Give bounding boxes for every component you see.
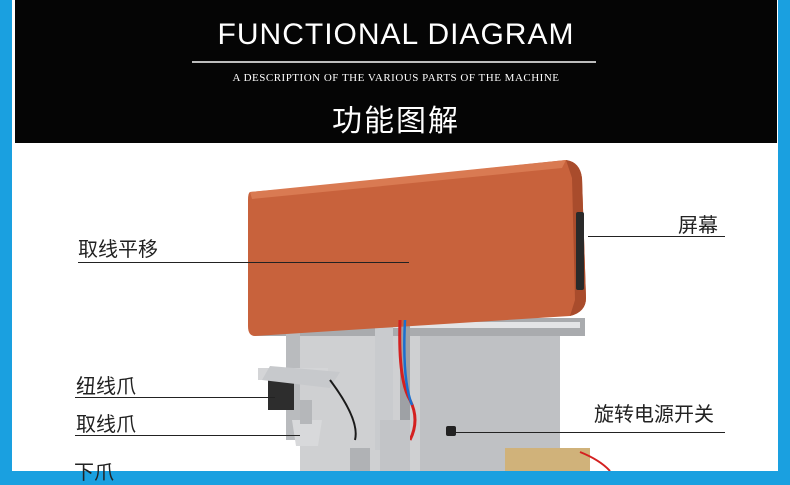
leader-line-twist-claw xyxy=(75,397,275,398)
header-title: FUNCTIONAL DIAGRAM xyxy=(217,18,575,51)
lower-claw xyxy=(350,448,370,471)
lower-assembly xyxy=(380,420,410,471)
blue-tube xyxy=(403,319,414,406)
label-screen: 屏幕 xyxy=(678,213,718,237)
leader-line-screen xyxy=(588,236,725,237)
twist-claw xyxy=(262,366,340,388)
base-wire xyxy=(579,451,611,471)
header-divider xyxy=(192,61,596,63)
leader-line-take-claw xyxy=(75,435,300,436)
screen-panel xyxy=(576,212,584,290)
label-take-line-shift: 取线平移 xyxy=(78,237,158,261)
leader-line-rotary-power-switch xyxy=(455,432,725,433)
power-switch xyxy=(446,426,456,436)
label-rotary-power-switch: 旋转电源开关 xyxy=(594,402,714,426)
slide-rail xyxy=(300,322,580,328)
base-fixture xyxy=(505,448,590,471)
label-twist-claw: 纽线爪 xyxy=(76,374,136,398)
diagram-header: FUNCTIONAL DIAGRAM A DESCRIPTION OF THE … xyxy=(15,0,777,143)
machine-cover xyxy=(248,160,586,336)
machine-illustration xyxy=(248,160,611,471)
column-mid xyxy=(375,320,393,450)
black-cable xyxy=(329,379,357,441)
leader-line-take-line-shift xyxy=(78,262,409,263)
label-take-claw: 取线爪 xyxy=(76,412,136,436)
header-subtitle: A DESCRIPTION OF THE VARIOUS PARTS OF TH… xyxy=(232,72,560,84)
take-claw-arm xyxy=(300,400,312,424)
machine-cover-top xyxy=(250,160,566,199)
take-claw xyxy=(292,420,322,446)
header-title-chinese: 功能图解 xyxy=(332,104,460,139)
machine-body-shade xyxy=(420,335,560,471)
